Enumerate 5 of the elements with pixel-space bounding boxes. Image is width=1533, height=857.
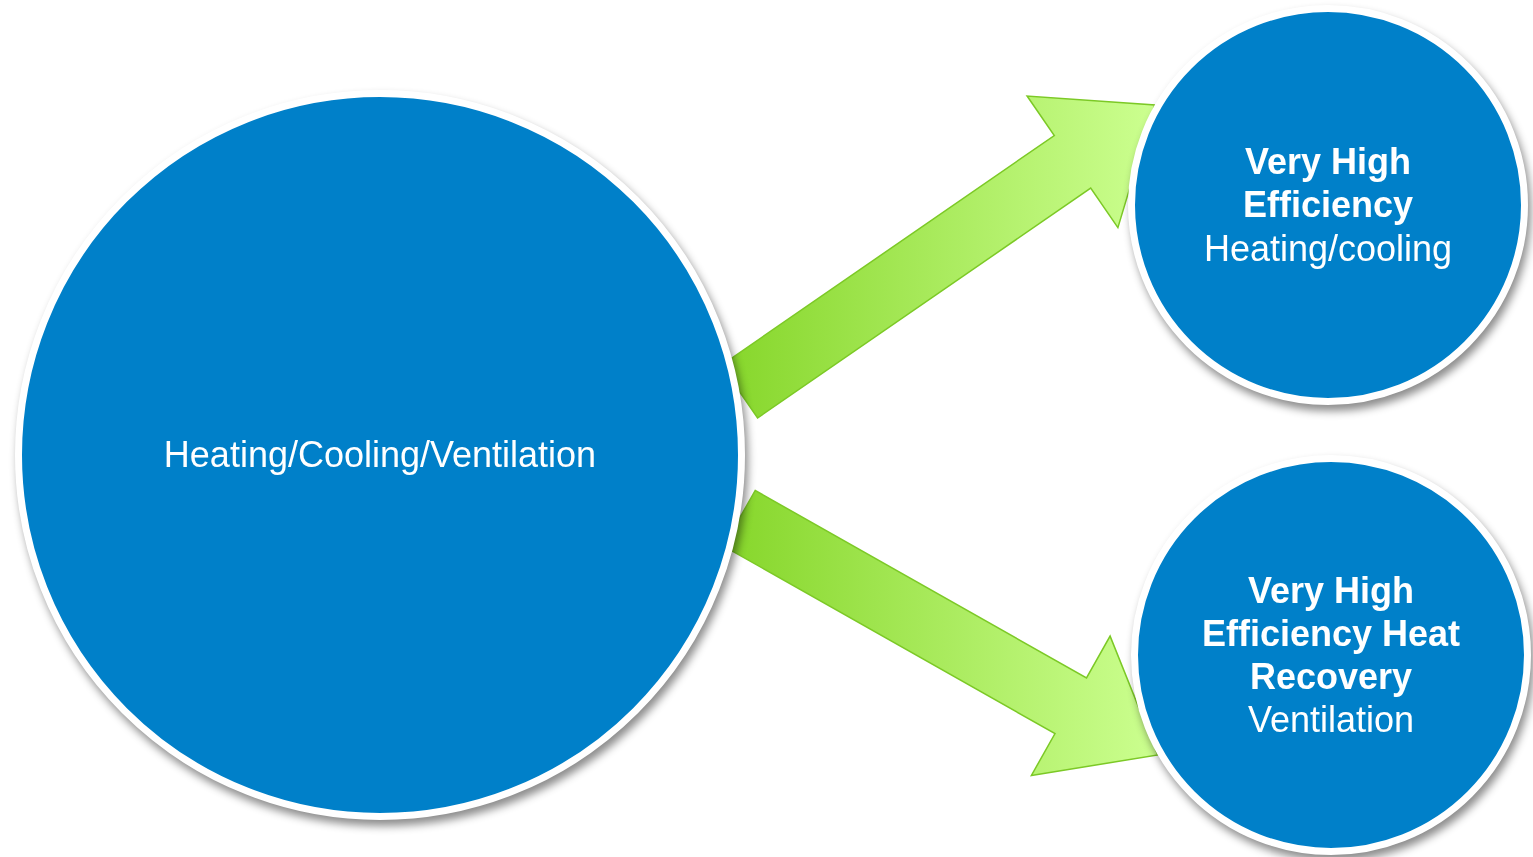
circle-heading: Very High Efficiency Heat Recovery (1200, 568, 1462, 699)
circle-label: Heating/cooling (1203, 226, 1453, 270)
circle-label: Ventilation (1247, 698, 1415, 742)
circle-heading: Very High Efficiency (1241, 140, 1415, 227)
circle-label: Heating/Cooling/Ventilation (163, 433, 597, 477)
